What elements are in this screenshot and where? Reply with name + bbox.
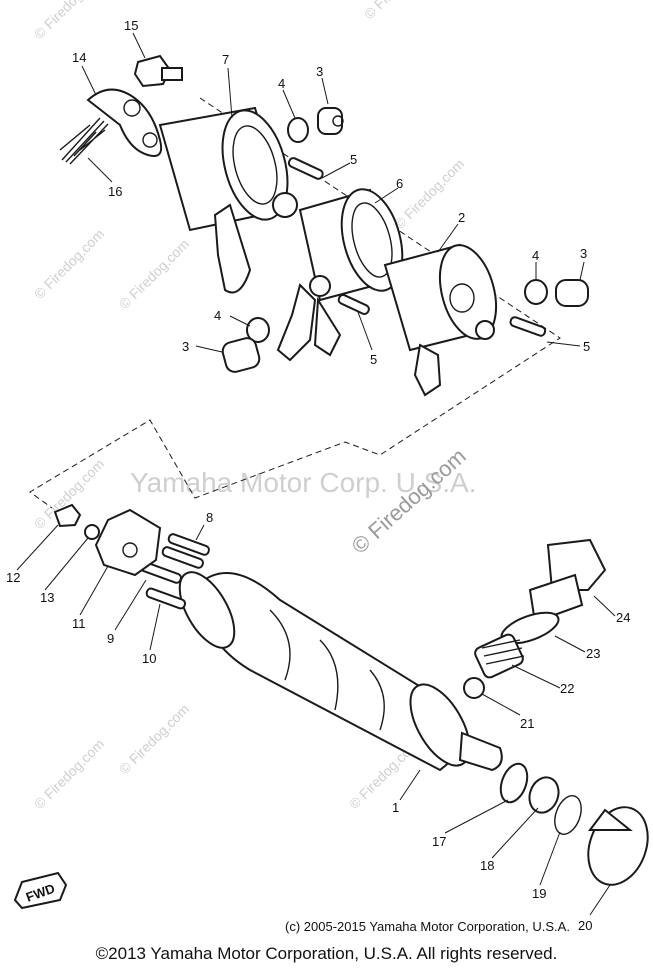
callout-13: 13 xyxy=(40,590,54,605)
bolt-15 xyxy=(133,54,183,88)
callout-1: 1 xyxy=(392,800,399,815)
callout-3-left: 3 xyxy=(182,339,189,354)
callout-5-right: 5 xyxy=(583,339,590,354)
watermark-firedog-2: © Firedog.com xyxy=(361,0,437,22)
watermark-firedog-1: © Firedog.com xyxy=(31,0,107,42)
callout-10: 10 xyxy=(142,651,156,666)
callout-24: 24 xyxy=(616,610,630,625)
callout-5-mid: 5 xyxy=(370,352,377,367)
shift-drum-1 xyxy=(178,571,503,772)
callout-12: 12 xyxy=(6,570,20,585)
callout-3-right: 3 xyxy=(580,246,587,261)
callout-14: 14 xyxy=(72,50,86,65)
clip-19 xyxy=(554,795,582,835)
callout-16: 16 xyxy=(108,184,122,199)
bearing-18 xyxy=(528,776,560,814)
copyright-footer: ©2013 Yamaha Motor Corporation, U.S.A. A… xyxy=(95,944,558,963)
callout-3-top: 3 xyxy=(316,64,323,79)
guide-pin-5-right xyxy=(509,316,547,337)
pin-3-right xyxy=(555,279,589,307)
screw-12 xyxy=(53,503,82,528)
roller-4-right xyxy=(524,279,548,305)
callout-20: 20 xyxy=(578,918,592,933)
guide-pin-5-top xyxy=(287,157,324,180)
watermark-firedog-main: © Firedog.com xyxy=(347,443,471,558)
watermark-firedog-7: © Firedog.com xyxy=(31,736,107,812)
watermark-firedog-4: © Firedog.com xyxy=(116,236,192,312)
pin-8 xyxy=(161,533,210,569)
watermark-firedog-5: © Firedog.com xyxy=(391,156,467,232)
callout-11: 11 xyxy=(72,616,86,631)
pin-10 xyxy=(145,587,187,610)
callout-23: 23 xyxy=(586,646,600,661)
watermark-yamaha: Yamaha Motor Corp. U.S.A. xyxy=(130,467,477,498)
callout-6: 6 xyxy=(396,176,403,191)
shift-fork-7 xyxy=(158,106,298,294)
callout-22: 22 xyxy=(560,681,574,696)
callout-7: 7 xyxy=(222,52,229,67)
watermark-firedog-9: © Firedog.com xyxy=(116,701,192,777)
callout-4-top: 4 xyxy=(278,76,285,91)
small-copyright: (c) 2005-2015 Yamaha Motor Corporation, … xyxy=(285,919,570,934)
pin-3-top xyxy=(317,107,344,135)
shift-fork-2 xyxy=(383,243,498,397)
plug-24 xyxy=(528,538,607,624)
callout-5-top: 5 xyxy=(350,152,357,167)
callout-15: 15 xyxy=(124,18,138,33)
callout-19: 19 xyxy=(532,886,546,901)
leader-lines xyxy=(16,32,616,916)
washer-13 xyxy=(84,524,100,540)
spring-22 xyxy=(474,633,525,679)
watermark-firedog-3: © Firedog.com xyxy=(31,226,107,302)
callout-numbers: 15 14 16 7 4 3 5 6 2 4 3 5 4 3 5 8 12 13… xyxy=(6,18,630,933)
cover-20 xyxy=(587,806,649,886)
assembly-outline xyxy=(29,97,561,509)
ball-21 xyxy=(463,677,485,699)
callout-9: 9 xyxy=(107,631,114,646)
fwd-arrow-icon: FWD xyxy=(13,871,68,910)
callout-8: 8 xyxy=(206,510,213,525)
guide-pin-5-mid xyxy=(337,293,370,315)
callout-17: 17 xyxy=(432,834,446,849)
segment-cam-11 xyxy=(94,508,162,577)
bracket-14 xyxy=(86,88,163,157)
roller-4-top xyxy=(287,117,309,143)
callout-4-right: 4 xyxy=(532,248,539,263)
pin-3-left xyxy=(221,337,261,373)
callout-2: 2 xyxy=(458,210,465,225)
callout-21: 21 xyxy=(520,716,534,731)
callout-4-left: 4 xyxy=(214,308,221,323)
callout-18: 18 xyxy=(480,858,494,873)
spring-16 xyxy=(59,117,109,165)
washer-17 xyxy=(499,762,529,804)
roller-4-left xyxy=(246,317,270,343)
